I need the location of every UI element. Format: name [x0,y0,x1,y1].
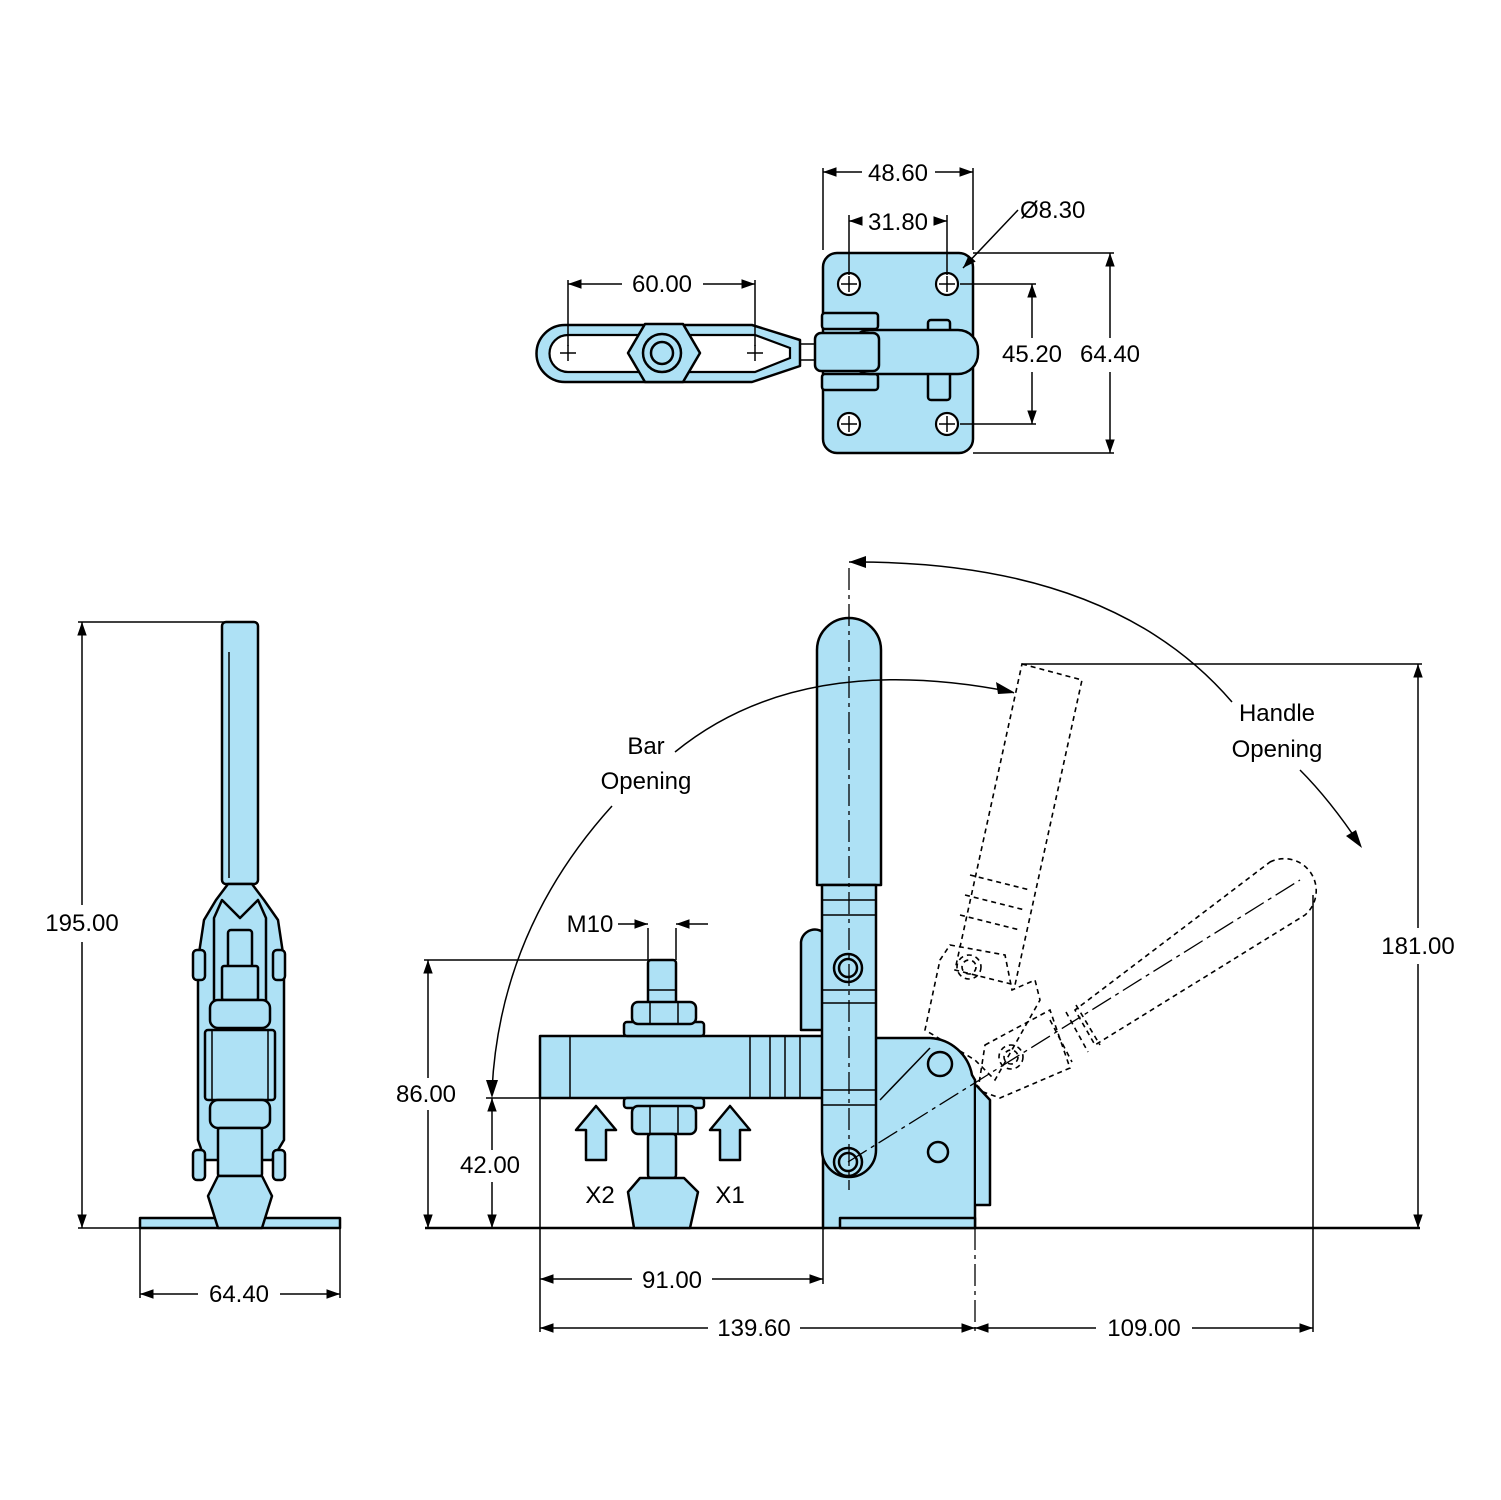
side-nut-upper [208,998,272,1030]
bar-opening-label-1: Bar [627,733,664,760]
handle-open-ghost [924,663,1083,1082]
dim-64-40-top: 64.40 [1080,341,1140,368]
dim-45-20: 45.20 [1002,341,1062,368]
dim-195-00: 195.00 [45,910,118,937]
side-nut-lower [208,1098,272,1130]
side-handle [220,620,260,886]
bar-opening-label-2: Opening [601,768,692,795]
dim-86-00: 86.00 [396,1081,456,1108]
dim-42-00: 42.00 [460,1152,520,1179]
handle-opening-label-2: Opening [1232,736,1323,763]
dim-60-00: 60.00 [632,271,692,298]
dim-109-00: 109.00 [1107,1315,1180,1342]
dim-181-00: 181.00 [1381,933,1454,960]
dim-91-00: 91.00 [642,1267,702,1294]
front-nut-upper [630,1000,698,1026]
force-arrow-x2 [574,1104,618,1162]
label-x2: X2 [585,1182,614,1209]
handle-open-ghost-inclined [977,857,1318,1099]
dim-64-40-side: 64.40 [209,1281,269,1308]
dim-31-80: 31.80 [868,209,928,236]
dim-48-60: 48.60 [868,160,928,187]
side-spindle-tip [206,1174,274,1230]
front-spindle-tip [626,1176,700,1230]
force-arrow-x1 [708,1104,752,1162]
handle-opening-label-1: Handle [1239,700,1315,727]
label-m10: M10 [567,911,614,938]
front-view: X2 X1 M10 86.00 42.00 91.00 139.60 109.0… [396,556,1455,1342]
side-view: 195.00 64.40 [45,620,342,1308]
dim-diameter-8-30: Ø8.30 [1020,197,1085,224]
front-clamp-bar [538,1034,825,1100]
label-x1: X1 [715,1182,744,1209]
top-view: 48.60 31.80 Ø8.30 60.00 45.20 64.40 [535,160,1140,455]
top-mounting-holes [836,271,960,437]
dim-139-60: 139.60 [717,1315,790,1342]
front-nut-lower [630,1104,698,1136]
